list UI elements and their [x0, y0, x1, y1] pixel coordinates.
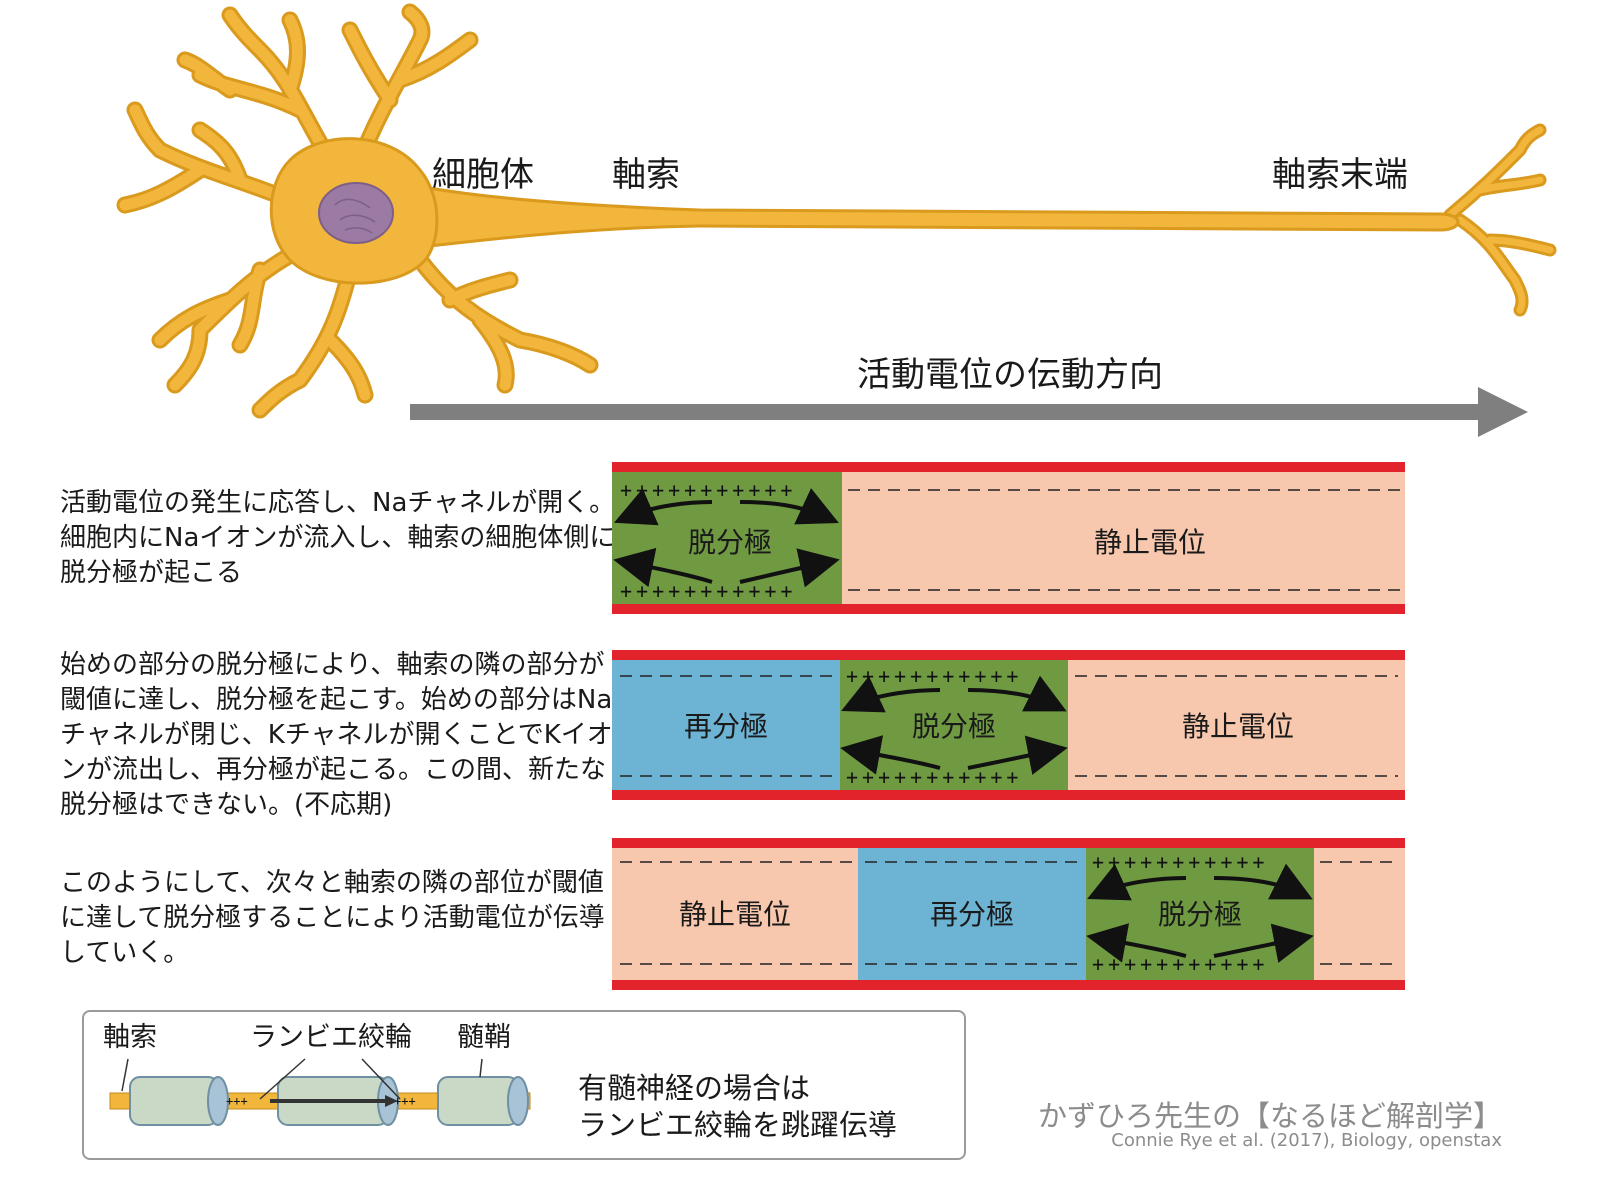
row1-description: 活動電位の発生に応答し、Naチャネルが開く。細胞内にNaイオンが流入し、軸索の細…: [60, 488, 616, 588]
node-of-ranvier-label: ランビエ絞輪: [250, 1022, 412, 1053]
row2-description: 始めの部分の脱分極により、軸索の隣の部分が閾値に達し、脱分極を起こす。始めの部分…: [60, 650, 613, 820]
axon-strip-row2: +++++++++++ +++++++++++: [612, 650, 1405, 800]
axon-shape: [388, 178, 1460, 252]
repolarized-segment: [858, 846, 1086, 984]
axon-strip-row1: +++++++++++ +++++++++++: [612, 462, 1405, 614]
svg-text:+++++++++++: +++++++++++: [1092, 850, 1268, 874]
myelin-sheath-label: 髄鞘: [457, 1022, 511, 1053]
axon-strip-row3: +++++++++++ +++++++++++: [612, 838, 1405, 990]
row3-depolarized-label: 脱分極: [1157, 898, 1243, 931]
row1-depolarized-label: 脱分極: [687, 526, 773, 559]
myelinated-axon-illustration: +++ +++: [109, 1058, 531, 1126]
neuron-illustration: [116, 3, 1557, 419]
svg-text:+++++++++++: +++++++++++: [846, 765, 1022, 789]
membrane-bottom: [612, 604, 1405, 614]
repolarized-segment: [612, 656, 840, 794]
row2-resting-label: 静止電位: [1181, 710, 1295, 743]
resting-segment: [1314, 846, 1405, 984]
myelin-caption-line1: 有髄神経の場合は: [578, 1071, 811, 1105]
membrane-top: [612, 650, 1405, 660]
row2-repolarized-label: 再分極: [683, 710, 769, 743]
membrane-top: [612, 462, 1405, 472]
row3-resting-label: 静止電位: [678, 898, 792, 931]
myelin-caption-line2: ランビエ絞輪を跳躍伝導: [578, 1108, 898, 1142]
row2-depolarized-label: 脱分極: [911, 710, 997, 743]
credit-source: Connie Rye et al. (2017), Biology, opens…: [1111, 1130, 1502, 1151]
row3-repolarized-label: 再分極: [929, 898, 1015, 931]
axon-label: 軸索: [612, 155, 680, 195]
membrane-bottom: [612, 790, 1405, 800]
resting-segment: [612, 846, 858, 984]
nucleus-shape: [318, 182, 394, 244]
row1-resting-label: 静止電位: [1093, 526, 1207, 559]
myelin-sheath-segment: [129, 1076, 229, 1126]
membrane-top: [612, 838, 1405, 848]
credit-author: かずひろ先生の【なるほど解剖学】: [1037, 1099, 1502, 1133]
direction-label: 活動電位の伝動方向: [857, 355, 1163, 395]
myelin-sheath-segment: [437, 1076, 529, 1126]
myelinated-nerve-box: [82, 1010, 966, 1160]
myelin-axon-label: 軸索: [103, 1022, 157, 1053]
svg-text:+++++++++++: +++++++++++: [846, 664, 1022, 688]
resting-segment: [1068, 656, 1405, 794]
svg-text:+++: +++: [226, 1094, 248, 1108]
membrane-bottom: [612, 980, 1405, 990]
dendrites-fill: [119, 6, 596, 416]
axon-strips: +++++++++++ +++++++++++ +++++++++++ ++++…: [612, 462, 1405, 990]
soma-label: 細胞体: [432, 155, 534, 195]
direction-arrow: [410, 387, 1528, 437]
resting-segment: [842, 468, 1405, 608]
svg-text:+++++++++++: +++++++++++: [620, 478, 796, 502]
row3-description: このようにして、次々と軸索の隣の部位が閾値に達して脱分極することにより活動電位が…: [60, 868, 605, 968]
axon-terminal-label: 軸索末端: [1272, 155, 1408, 195]
